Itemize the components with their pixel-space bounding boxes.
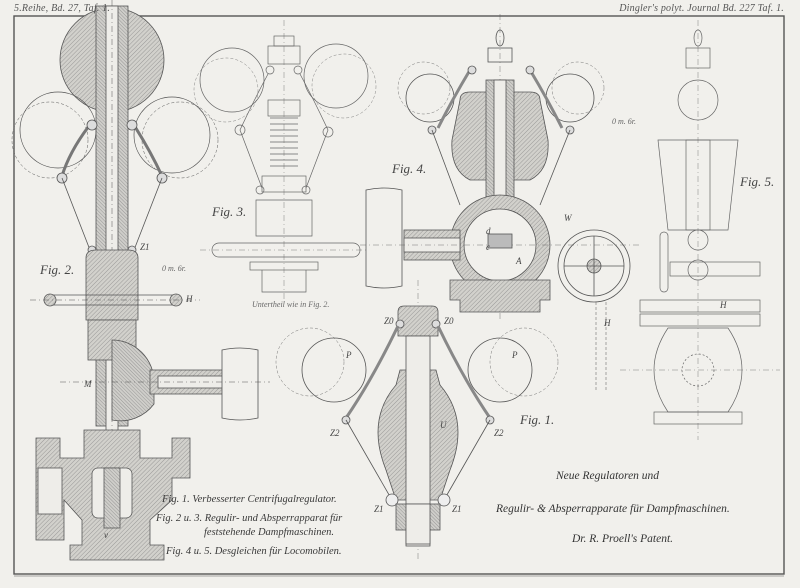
part-letter-c: c	[486, 242, 490, 252]
fig5-drawing	[620, 20, 780, 440]
fig1-drawing	[275, 280, 559, 560]
title-line-3: Dr. R. Proell's Patent.	[572, 533, 674, 545]
part-letter-M: M	[84, 379, 92, 389]
part-letter-H-fig5: H	[720, 300, 727, 310]
part-letter-H: H	[186, 294, 193, 304]
header-series-label: 5.Reihe, Bd. 27, Taf. 1.	[14, 3, 111, 14]
legend-line-2: Fig. 2 u. 3. Regulir- und Absperrapparat…	[156, 513, 343, 524]
fig4-label: Fig. 4.	[392, 161, 427, 176]
plate-border	[13, 15, 785, 577]
header-journal-label: Dingler's polyt. Journal Bd. 227 Taf. 1.	[619, 3, 784, 14]
fig3-drawing	[193, 20, 377, 300]
fig5-label: Fig. 5.	[740, 174, 775, 189]
fig2-drawing	[11, 0, 270, 561]
title-line-1: Neue Regulatoren und	[556, 470, 660, 482]
fig3-note: Untertheil wie in Fig. 2.	[252, 300, 330, 309]
fig2-scale-note: 0 m. 6r.	[162, 264, 187, 273]
part-letter-U: U	[440, 420, 447, 430]
part-letter-Z2-right: Z2	[494, 428, 504, 438]
fig4-scale-note: 0 m. 6r.	[612, 117, 637, 126]
part-letter-Z0-left: Z0	[384, 316, 394, 326]
fig4-drawing	[360, 14, 640, 390]
legend-line-3: feststehende Dampfmaschinen.	[204, 527, 335, 538]
part-letter-d: d	[486, 226, 491, 236]
title-line-2: Regulir- & Absperrapparate für Dampfmasc…	[496, 503, 730, 515]
fig3-label: Fig. 3.	[212, 204, 247, 219]
fig1-label: Fig. 1.	[520, 412, 555, 427]
part-letter-H-fig4: H	[604, 318, 611, 328]
part-letter-P-left: P	[346, 350, 352, 360]
fig2-label: Fig. 2.	[40, 262, 75, 277]
part-letter-Z1-fig2: Z1	[140, 242, 150, 252]
part-letter-v: v	[104, 530, 108, 540]
legend-line-4: Fig. 4 u. 5. Desgleichen für Locomobilen…	[166, 546, 342, 557]
legend-line-1: Fig. 1. Verbesserter Centrifugalregulato…	[162, 494, 337, 505]
part-letter-P-right: P	[512, 350, 518, 360]
part-letter-Z1-right: Z1	[452, 504, 462, 514]
part-letter-Z0-right: Z0	[444, 316, 454, 326]
part-letter-A: A	[516, 256, 522, 266]
part-letter-Z2-left: Z2	[330, 428, 340, 438]
part-letter-W: W	[564, 213, 572, 223]
part-letter-Z1-left: Z1	[374, 504, 384, 514]
